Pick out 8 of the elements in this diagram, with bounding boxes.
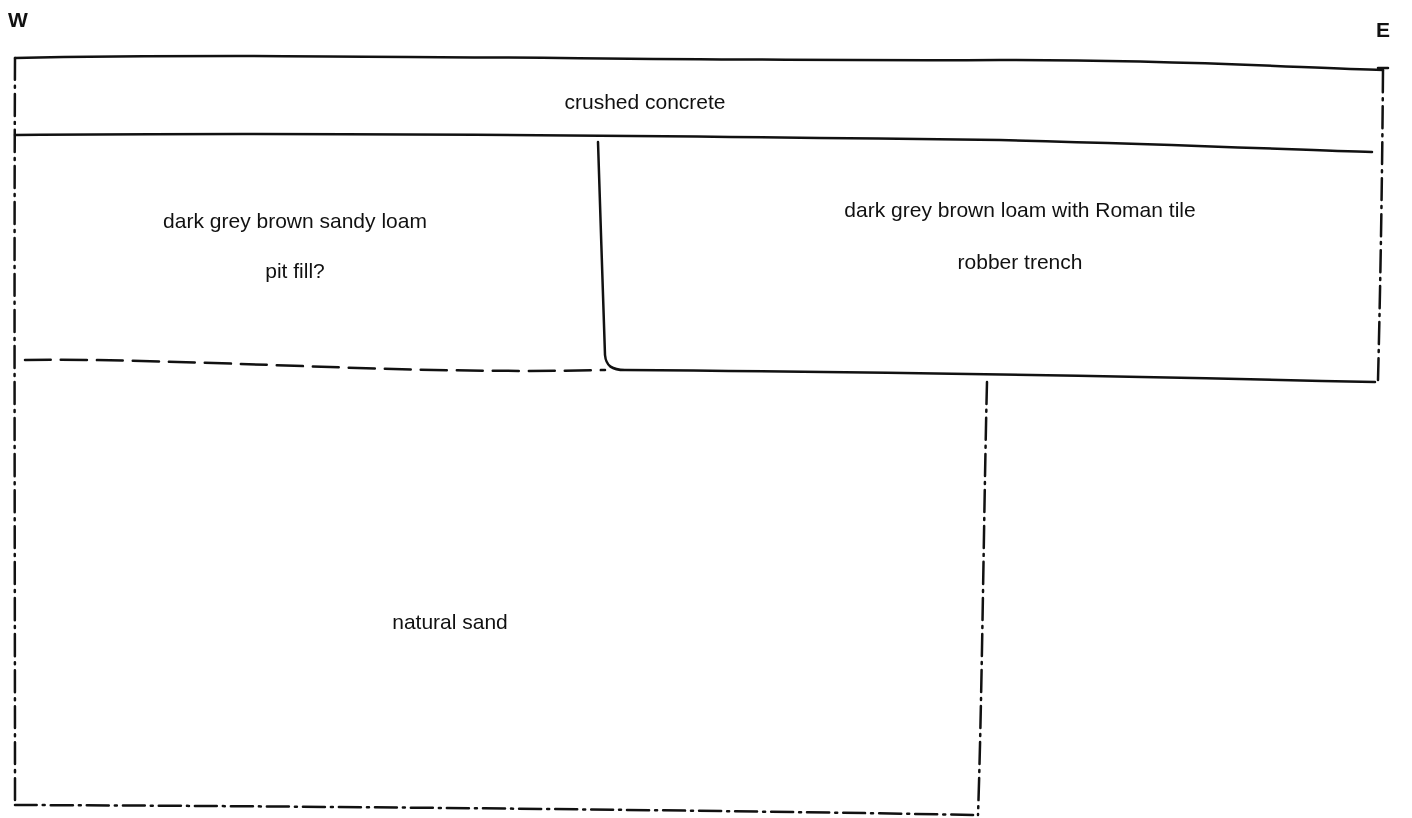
compass-direction-label: E <box>1376 18 1390 42</box>
interpretation-label: robber trench <box>957 250 1083 274</box>
compass-direction-label: W <box>8 8 28 32</box>
layer-label: natural sand <box>392 610 508 634</box>
layer-label: crushed concrete <box>564 90 726 114</box>
layer-label: dark grey brown loam with Roman tile <box>844 198 1196 222</box>
interpretation-label: pit fill? <box>265 259 325 283</box>
layer-label: dark grey brown sandy loam <box>163 209 427 233</box>
